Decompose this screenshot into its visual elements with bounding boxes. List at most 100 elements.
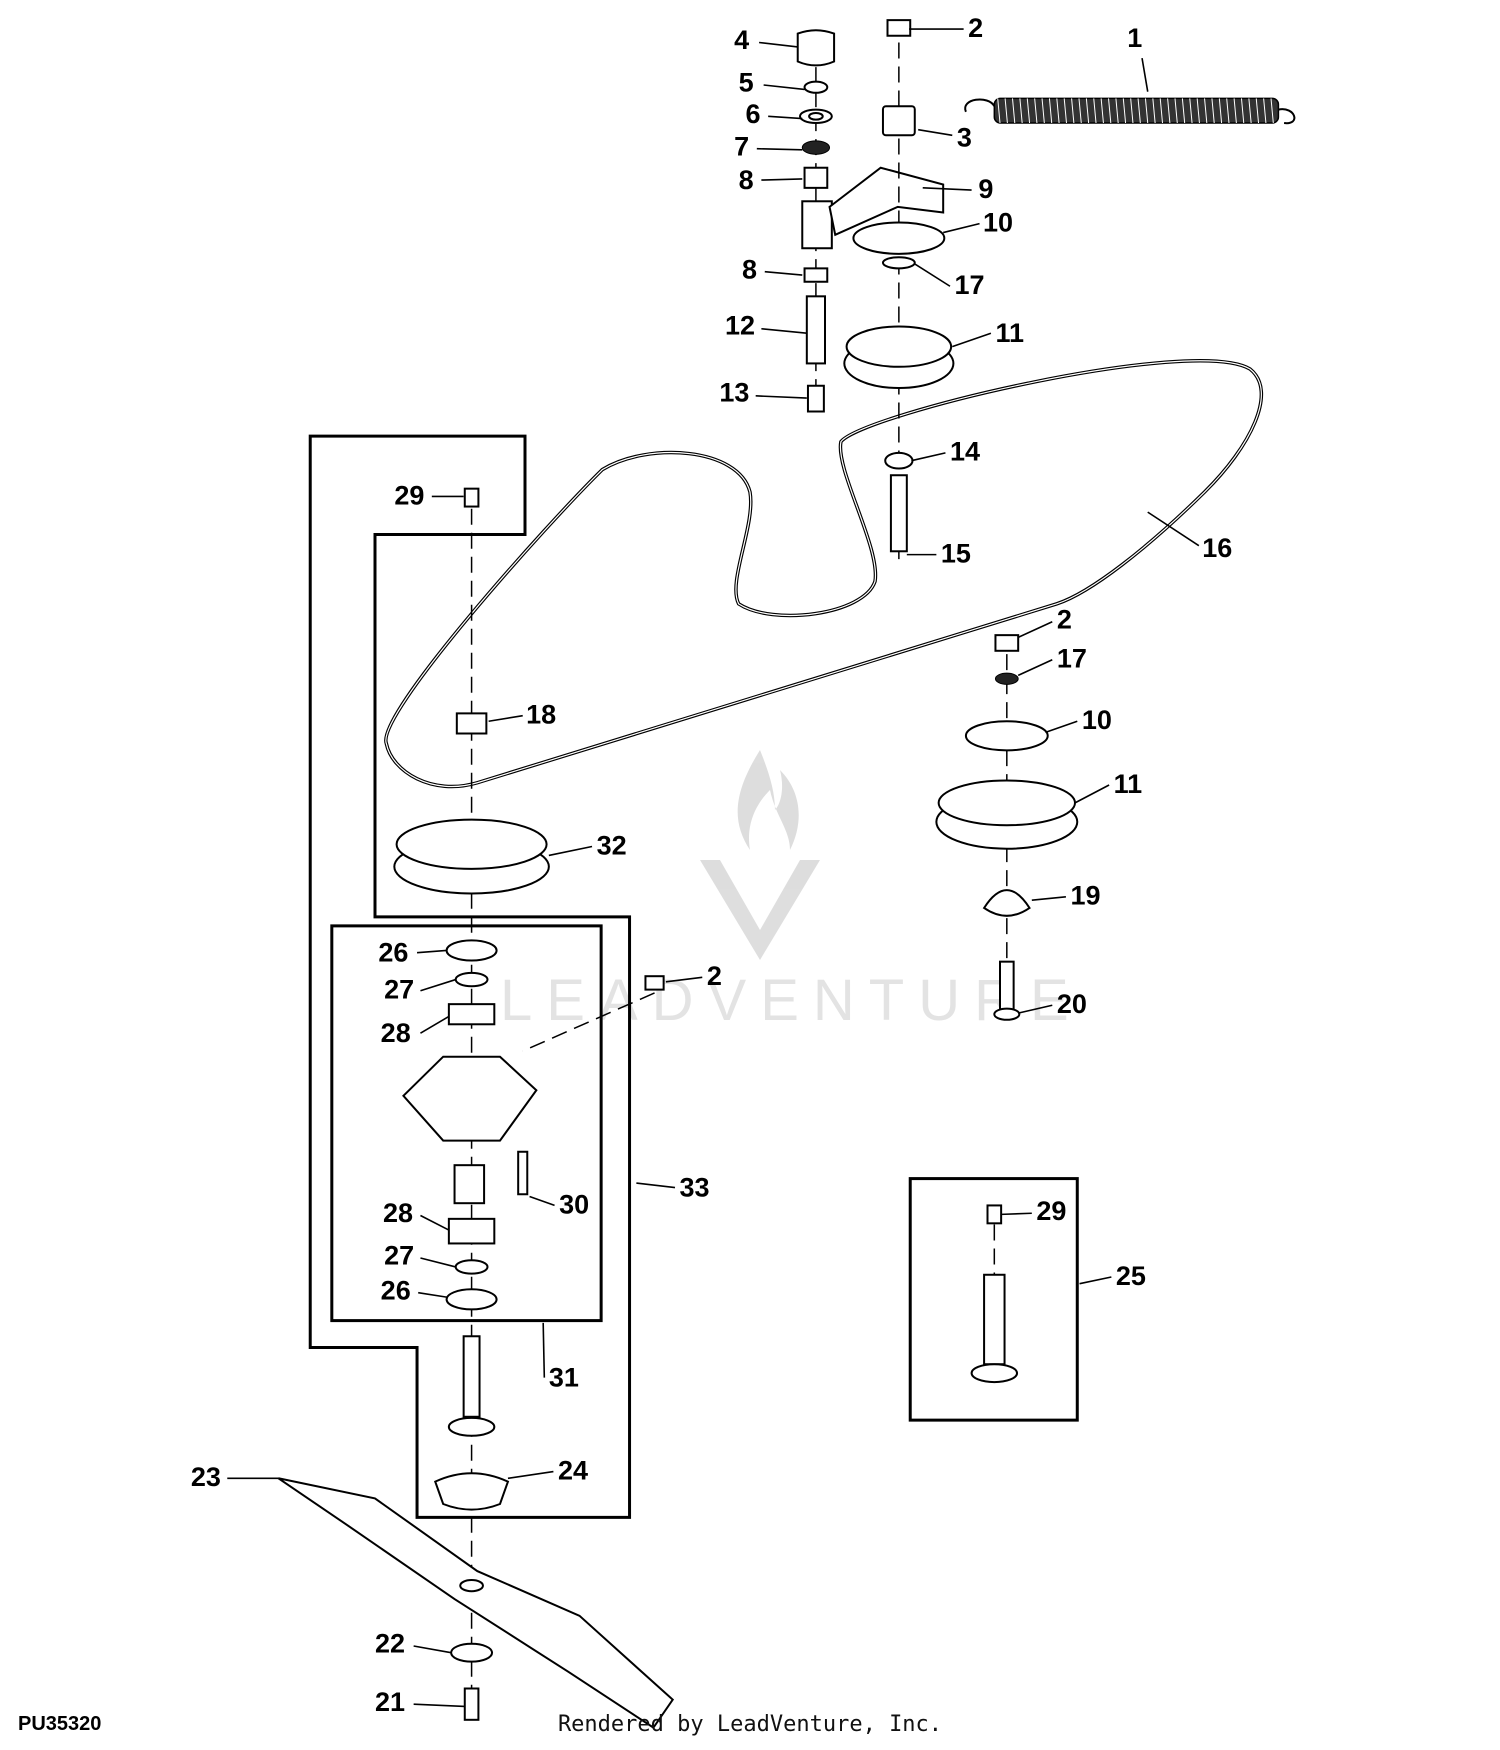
nut-2-spindle [644, 975, 665, 991]
leader-c6 [768, 115, 803, 120]
leader-c24 [507, 1470, 554, 1480]
washer-5 [803, 80, 829, 94]
callout-c30: 30 [559, 1189, 589, 1219]
spring-coil [1078, 98, 1082, 124]
leader-c8a [761, 178, 803, 181]
callout-c20: 20 [1057, 989, 1087, 1019]
figure-id: PU35320 [18, 1713, 102, 1735]
frame-33 [308, 434, 632, 1519]
bearing-27-bottom [454, 1259, 489, 1275]
spacer-12 [805, 295, 826, 365]
spring-coil [1034, 98, 1038, 124]
callout-c5: 5 [739, 68, 754, 98]
bolt-20-head [993, 1007, 1021, 1021]
leader-c26b [418, 1291, 447, 1298]
spring-coil [1063, 98, 1067, 124]
callout-c17a: 17 [955, 270, 985, 300]
callout-c13: 13 [719, 377, 749, 407]
leader-c20 [1018, 1004, 1053, 1014]
spindle-pulley-32-top [395, 818, 548, 870]
spring-coil [1159, 98, 1163, 124]
leadventure-logo-watermark [700, 750, 820, 960]
washer-7 [801, 140, 831, 155]
frame-25 [908, 1177, 1079, 1422]
callout-c19: 19 [1070, 881, 1100, 911]
callout-c31: 31 [549, 1363, 579, 1393]
idler-pulley-11-top [845, 325, 953, 368]
callout-c26b: 26 [381, 1275, 411, 1305]
callout-c9: 9 [978, 174, 993, 204]
callout-c16: 16 [1202, 533, 1232, 563]
leader-c27b [420, 1257, 456, 1268]
spring-coil [1181, 98, 1186, 124]
mower-blade-23 [277, 1477, 675, 1730]
frame-31 [330, 924, 603, 1323]
washer-6-hole [808, 111, 824, 121]
washer-17-right [994, 672, 1019, 685]
callout-c2b: 2 [1057, 604, 1072, 634]
leader-c4 [758, 41, 798, 48]
pulley-cover-10 [852, 221, 946, 255]
spring-coil [1204, 98, 1208, 124]
seal-26-bottom [445, 1288, 498, 1311]
spring-coil [1240, 98, 1245, 124]
callout-c11a: 11 [995, 318, 1024, 348]
spring-coil [1071, 98, 1075, 124]
callout-c27a: 27 [384, 975, 414, 1005]
leader-c11a [952, 332, 992, 348]
spacer-3 [881, 105, 916, 137]
spring-coil [1167, 98, 1171, 124]
spindle-housing [402, 1055, 538, 1142]
spindle-shaft [462, 1335, 481, 1418]
spring-coil [1085, 98, 1090, 124]
callout-c7: 7 [734, 131, 749, 161]
spring-1 [993, 97, 1280, 124]
bolt-13 [806, 384, 825, 413]
callout-c25: 25 [1116, 1261, 1146, 1291]
spring-coil [1270, 98, 1274, 124]
spring-coil [1115, 98, 1119, 124]
leader-c9 [922, 187, 972, 191]
leader-c31 [542, 1322, 546, 1378]
callout-c3: 3 [957, 122, 972, 152]
leader-c33 [636, 1182, 676, 1189]
leader-c16 [1147, 511, 1200, 547]
leader-c3 [918, 128, 953, 137]
washer-22 [450, 1642, 494, 1663]
leader-c5 [763, 84, 805, 91]
drive-belt-16 [384, 359, 1263, 789]
callout-c23: 23 [191, 1462, 221, 1492]
callout-c26a: 26 [378, 938, 408, 968]
spring-coil [1137, 98, 1141, 124]
spring-coil [1093, 98, 1097, 124]
callout-c8a: 8 [739, 165, 754, 195]
spring-coil [1004, 98, 1008, 124]
leader-c17b [1017, 659, 1053, 677]
leader-c27a [420, 978, 456, 992]
pivot-tube [801, 200, 833, 250]
seal-26-top [445, 939, 498, 962]
callout-c2c: 2 [707, 961, 722, 991]
grease-fitting-29 [463, 487, 480, 508]
bushing-28-top [447, 1003, 496, 1026]
spring-coil [997, 98, 1001, 124]
callout-c21: 21 [375, 1687, 405, 1717]
leader-c29b [1001, 1212, 1032, 1216]
spring-coil [1048, 98, 1053, 124]
spring-coil [1233, 98, 1237, 124]
leader-c1 [1141, 58, 1149, 92]
nut-2-right [994, 634, 1020, 652]
leader-c11b [1074, 784, 1110, 804]
idler-arm-9 [828, 166, 945, 237]
footer-credit: Rendered by LeadVenture, Inc. [557, 1712, 943, 1737]
pulley-cover-10-right [964, 720, 1049, 752]
spring-coil [1248, 98, 1252, 124]
spring-coil [1026, 98, 1031, 124]
spacer-14 [884, 451, 914, 470]
spring-coil [1218, 98, 1223, 124]
callout-c2a: 2 [968, 13, 983, 43]
spring-coil [1108, 98, 1112, 124]
bushing-28-bottom [447, 1217, 496, 1245]
leader-c17a [914, 263, 951, 287]
